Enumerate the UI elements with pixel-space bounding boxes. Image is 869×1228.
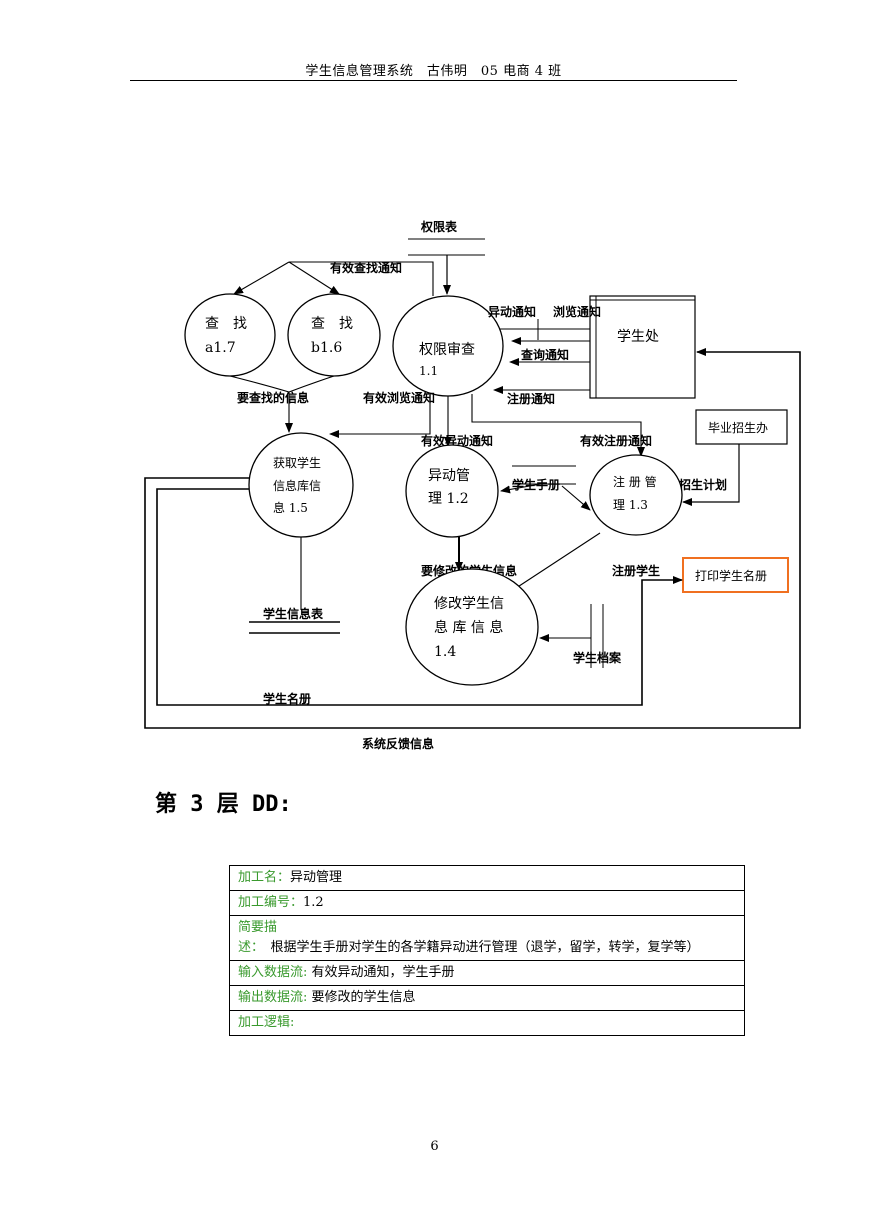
- flow-valid-search-to-a: [233, 261, 290, 295]
- entity-student-office: 学生处: [589, 295, 696, 399]
- flow-label-valid-browse: 有效浏览通知: [363, 390, 435, 405]
- flow-valid-register: [471, 394, 645, 457]
- process-auth-check-title: 权限审查: [419, 342, 475, 358]
- table-row: 加工逻辑:: [229, 1010, 745, 1036]
- entity-graduation-office-label: 毕业招生办: [708, 420, 768, 435]
- process-get-info: 获取学生 信息库信 息 1.5: [248, 432, 354, 538]
- process-change-mgmt-line1: 异动管: [428, 468, 470, 484]
- flow-valid-search-line: [289, 261, 434, 296]
- dd-key: 输入数据流:: [238, 965, 308, 980]
- flow-student-roster: [156, 488, 683, 706]
- flow-enrollment-plan: [682, 444, 740, 506]
- flow-label-register-notice: 注册通知: [507, 391, 555, 406]
- process-register-mgmt: 注 册 管 理 1.3: [589, 454, 683, 536]
- process-search-a-id: a1.7: [205, 340, 236, 356]
- flow-handbook-to-change: [500, 483, 542, 494]
- dd-key: 输出数据流:: [238, 990, 308, 1005]
- process-register-mgmt-line2: 理 1.3: [613, 498, 648, 512]
- process-search-b-title: 查 找: [311, 316, 353, 332]
- flow-search-b-merge: [288, 375, 335, 393]
- store-permission-table: 权限表: [408, 219, 485, 256]
- dd-value: 1.2: [303, 895, 324, 910]
- dd-value: 根据学生手册对学生的各学籍异动进行管理（退学，留学，转学，复学等）: [257, 940, 700, 955]
- table-row: 输入数据流: 有效异动通知，学生手册: [229, 960, 745, 986]
- flow-label-student-roster: 学生名册: [263, 691, 311, 706]
- flow-label-info-to-find: 要查找的信息: [237, 390, 309, 405]
- entity-graduation-office: 毕业招生办: [695, 409, 788, 445]
- process-get-info-line3: 息 1.5: [273, 500, 308, 515]
- page-number: 6: [430, 1139, 439, 1154]
- dd-value: 要修改的学生信息: [307, 990, 416, 1005]
- process-get-info-line2: 信息库信: [273, 478, 321, 493]
- flow-label-valid-search: 有效查找通知: [330, 260, 402, 275]
- process-auth-check: 权限审查 1.1: [392, 295, 504, 397]
- process-search-a: 查 找 a1.7: [184, 293, 276, 377]
- data-dictionary-table: 加工名：异动管理 加工编号：1.2 简要描述： 根据学生手册对学生的各学籍异动进…: [229, 865, 745, 1036]
- flow-label-valid-register: 有效注册通知: [580, 433, 652, 448]
- store-student-handbook: 学生手册: [512, 465, 576, 492]
- dd-key: 简要描述：: [238, 920, 278, 955]
- table-row: 简要描述： 根据学生手册对学生的各学籍异动进行管理（退学，留学，转学，复学等）: [229, 915, 745, 961]
- process-change-mgmt-line2: 理 1.2: [428, 491, 469, 507]
- flow-label-change-notice: 异动通知: [488, 304, 536, 319]
- table-row: 加工编号：1.2: [229, 890, 745, 916]
- flow-label-system-feedback: 系统反馈信息: [362, 736, 434, 751]
- store-student-archive-label: 学生档案: [573, 650, 622, 665]
- flow-search-a-merge: [229, 375, 290, 393]
- process-modify-info: 修改学生信 息 库 信 息 1.4: [405, 568, 539, 686]
- page-header: 学生信息管理系统 古伟明 05 电商 4 班: [130, 60, 737, 81]
- flow-label-register-student: 注册学生: [612, 563, 660, 578]
- process-get-info-line1: 获取学生: [273, 455, 321, 470]
- store-permission-table-label: 权限表: [420, 219, 458, 234]
- flow-valid-search-to-b: [288, 261, 340, 295]
- flow-valid-browse: [329, 394, 431, 438]
- flow-label-query-notice: 查询通知: [520, 347, 569, 362]
- dd-value: 异动管理: [290, 870, 343, 885]
- dd-key: 加工编号：: [238, 895, 304, 910]
- process-auth-check-id: 1.1: [419, 364, 438, 378]
- process-search-a-title: 查 找: [205, 316, 247, 332]
- process-register-mgmt-line1: 注 册 管: [613, 474, 657, 489]
- dd-value: 有效异动通知，学生手册: [307, 965, 455, 980]
- dd-key: 加工名：: [238, 870, 291, 885]
- entity-print-roster-label: 打印学生名册: [695, 568, 767, 583]
- process-modify-info-line3: 1.4: [434, 644, 456, 660]
- store-student-info-table: 学生信息表: [249, 606, 340, 634]
- flow-label-valid-change: 有效异动通知: [421, 433, 493, 448]
- process-modify-info-line1: 修改学生信: [434, 596, 504, 612]
- flow-system-feedback: [144, 348, 801, 729]
- dd-key: 加工逻辑:: [238, 1015, 295, 1030]
- entity-student-office-label: 学生处: [617, 329, 659, 345]
- table-row: 输出数据流: 要修改的学生信息: [229, 985, 745, 1011]
- process-search-b: 查 找 b1.6: [287, 293, 381, 377]
- section-title: 第 3 层 DD:: [155, 792, 292, 817]
- process-modify-info-line2: 息 库 信 息: [434, 619, 503, 636]
- process-change-mgmt: 异动管 理 1.2: [405, 444, 499, 538]
- entity-print-roster: 打印学生名册: [682, 557, 789, 593]
- table-row: 加工名：异动管理: [229, 865, 745, 891]
- process-search-b-id: b1.6: [311, 340, 342, 356]
- flow-label-enrollment-plan: 招生计划: [679, 477, 727, 492]
- flow-handbook-to-register: [561, 485, 591, 511]
- flow-register-to-modify: [509, 532, 601, 593]
- flow-label-browse-notice: 浏览通知: [553, 304, 601, 319]
- store-student-info-table-label: 学生信息表: [263, 606, 324, 621]
- data-flow-diagram: 权限表 查 找 a1.7 查 找 b1.6 权限审查 1.1 有效查找通知 学生…: [144, 219, 801, 751]
- store-student-archive: 学生档案: [573, 604, 622, 668]
